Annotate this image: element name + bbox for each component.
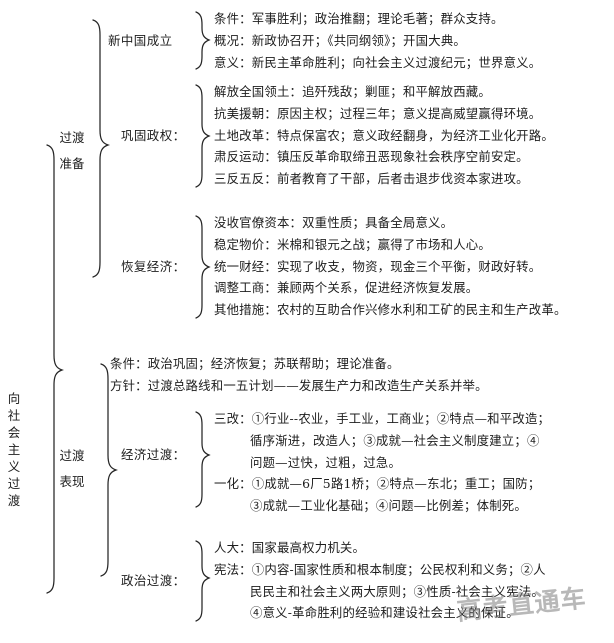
branch-label-line: 准备 xyxy=(59,156,85,171)
root-char: 过 xyxy=(7,476,21,491)
node-label-consolidate-power: 巩固政权： xyxy=(121,128,186,143)
leaf-line: 统一财经：实现了收支，物资，现金三个平衡，财政好转。 xyxy=(214,258,542,274)
leaf-line: 问题—过快，过粗，过急。 xyxy=(250,454,402,470)
leaf-line: 没收官僚资本：双重性质；具备全局意义。 xyxy=(214,215,454,230)
leaf-line: 人大：国家最高权力机关。 xyxy=(214,540,366,555)
leaf-line: 一化：①成就—6厂5路1桥；②特点—东北；重工；国防； xyxy=(214,476,541,492)
root-char: 向 xyxy=(7,391,21,406)
leaf-line: 循序渐进，改造人；③成就—社会主义制度建立；④ xyxy=(250,432,540,448)
leaf-block-consolidate-power: 解放全国领土：追歼残敌；剿匪；和平解放西藏。 抗美援朝：原因主权；过程三年；意义… xyxy=(214,81,610,190)
leaf-line: ④意义-革命胜利的经验和建设社会主义的保证。 xyxy=(250,605,519,621)
root-char: 主 xyxy=(7,442,21,457)
leaf-block-new-china-founding: 条件：军事胜利；政治推翻；理论毛著；群众支持。 概况：新政协召开；《共同纲领》；… xyxy=(214,8,610,73)
leaf-line: 肃反运动：镇压反革命取缔丑恶现象社会秩序空前安定。 xyxy=(214,149,529,165)
branch-label-line: 过渡 xyxy=(59,130,85,145)
leaf-block-restore-economy: 没收官僚资本：双重性质；具备全局意义。 稳定物价：米棉和银元之战；赢得了市场和人… xyxy=(214,212,610,321)
branch-label-line: 过渡 xyxy=(59,448,85,463)
node-label-new-china-founding: 新中国成立 xyxy=(108,33,173,48)
leaf-block-economic-transition: 三改：①行业--农业，手工业，工商业；②特点—和平改造； 循序渐进，改造人；③成… xyxy=(214,408,610,517)
leaf-line: 条件：军事胜利；政治推翻；理论毛著；群众支持。 xyxy=(214,11,504,26)
leaf-line: ③成就—工业化基础；④问题—比例差；体制死。 xyxy=(250,498,527,514)
leaf-line: 三反五反：前者教育了干部，后者击退步伐资本家进攻。 xyxy=(214,171,529,187)
leaf-block-manifestation-overview: 条件：政治巩固；经济恢复；苏联帮助；理论准备。 方针：过渡总路线和一五计划——发… xyxy=(110,353,610,397)
node-label-political-transition: 政治过渡： xyxy=(121,573,186,588)
node-label-economic-transition: 经济过渡： xyxy=(121,447,186,462)
leaf-line: 其他措施：农村的互助合作兴修水利和工矿的民主和生产改革。 xyxy=(214,302,567,318)
root-char: 社 xyxy=(7,408,21,423)
branch-label-transition-preparation: 过渡 准备 xyxy=(48,125,96,177)
leaf-line: 方针：过渡总路线和一五计划——发展生产力和改造生产关系并举。 xyxy=(110,377,488,393)
node-label-restore-economy: 恢复经济： xyxy=(121,259,186,274)
leaf-line: 意义：新民主革命胜利；向社会主义过渡纪元；世界意义。 xyxy=(214,54,542,70)
branch-label-line: 表现 xyxy=(59,474,85,489)
root-char: 渡 xyxy=(7,493,21,508)
leaf-block-political-transition: 人大：国家最高权力机关。 宪法：①内容-国家性质和根本制度；公民权利和义务；②人… xyxy=(214,537,610,624)
branch-label-transition-manifestation: 过渡 表现 xyxy=(48,443,96,495)
root-char: 义 xyxy=(7,459,21,474)
leaf-line: 抗美援朝：原因主权；过程三年；意义提高威望赢得环境。 xyxy=(214,105,542,121)
leaf-line: 民民主和社会主义两大原则；③性质-社会主义宪法。 xyxy=(250,583,544,599)
leaf-line: 土地改革：特点保富农；意义政经翻身，为经济工业化开路。 xyxy=(214,127,554,143)
leaf-line: 概况：新政协召开；《共同纲领》；开国大典。 xyxy=(214,32,467,48)
leaf-line: 三改：①行业--农业，手工业，工商业；②特点—和平改造； xyxy=(214,411,551,426)
root-node: 向 社 会 主 义 过 渡 xyxy=(6,390,22,509)
leaf-line: 稳定物价：米棉和银元之战；赢得了市场和人心。 xyxy=(214,236,491,252)
leaf-line: 调整工商：兼顾两个关系，促进经济恢复发展。 xyxy=(214,280,479,296)
leaf-line: 宪法：①内容-国家性质和根本制度；公民权利和义务；②人 xyxy=(214,561,546,577)
leaf-line: 解放全国领土：追歼残敌；剿匪；和平解放西藏。 xyxy=(214,84,491,99)
root-char: 会 xyxy=(7,425,21,440)
leaf-line: 条件：政治巩固；经济恢复；苏联帮助；理论准备。 xyxy=(110,356,400,371)
